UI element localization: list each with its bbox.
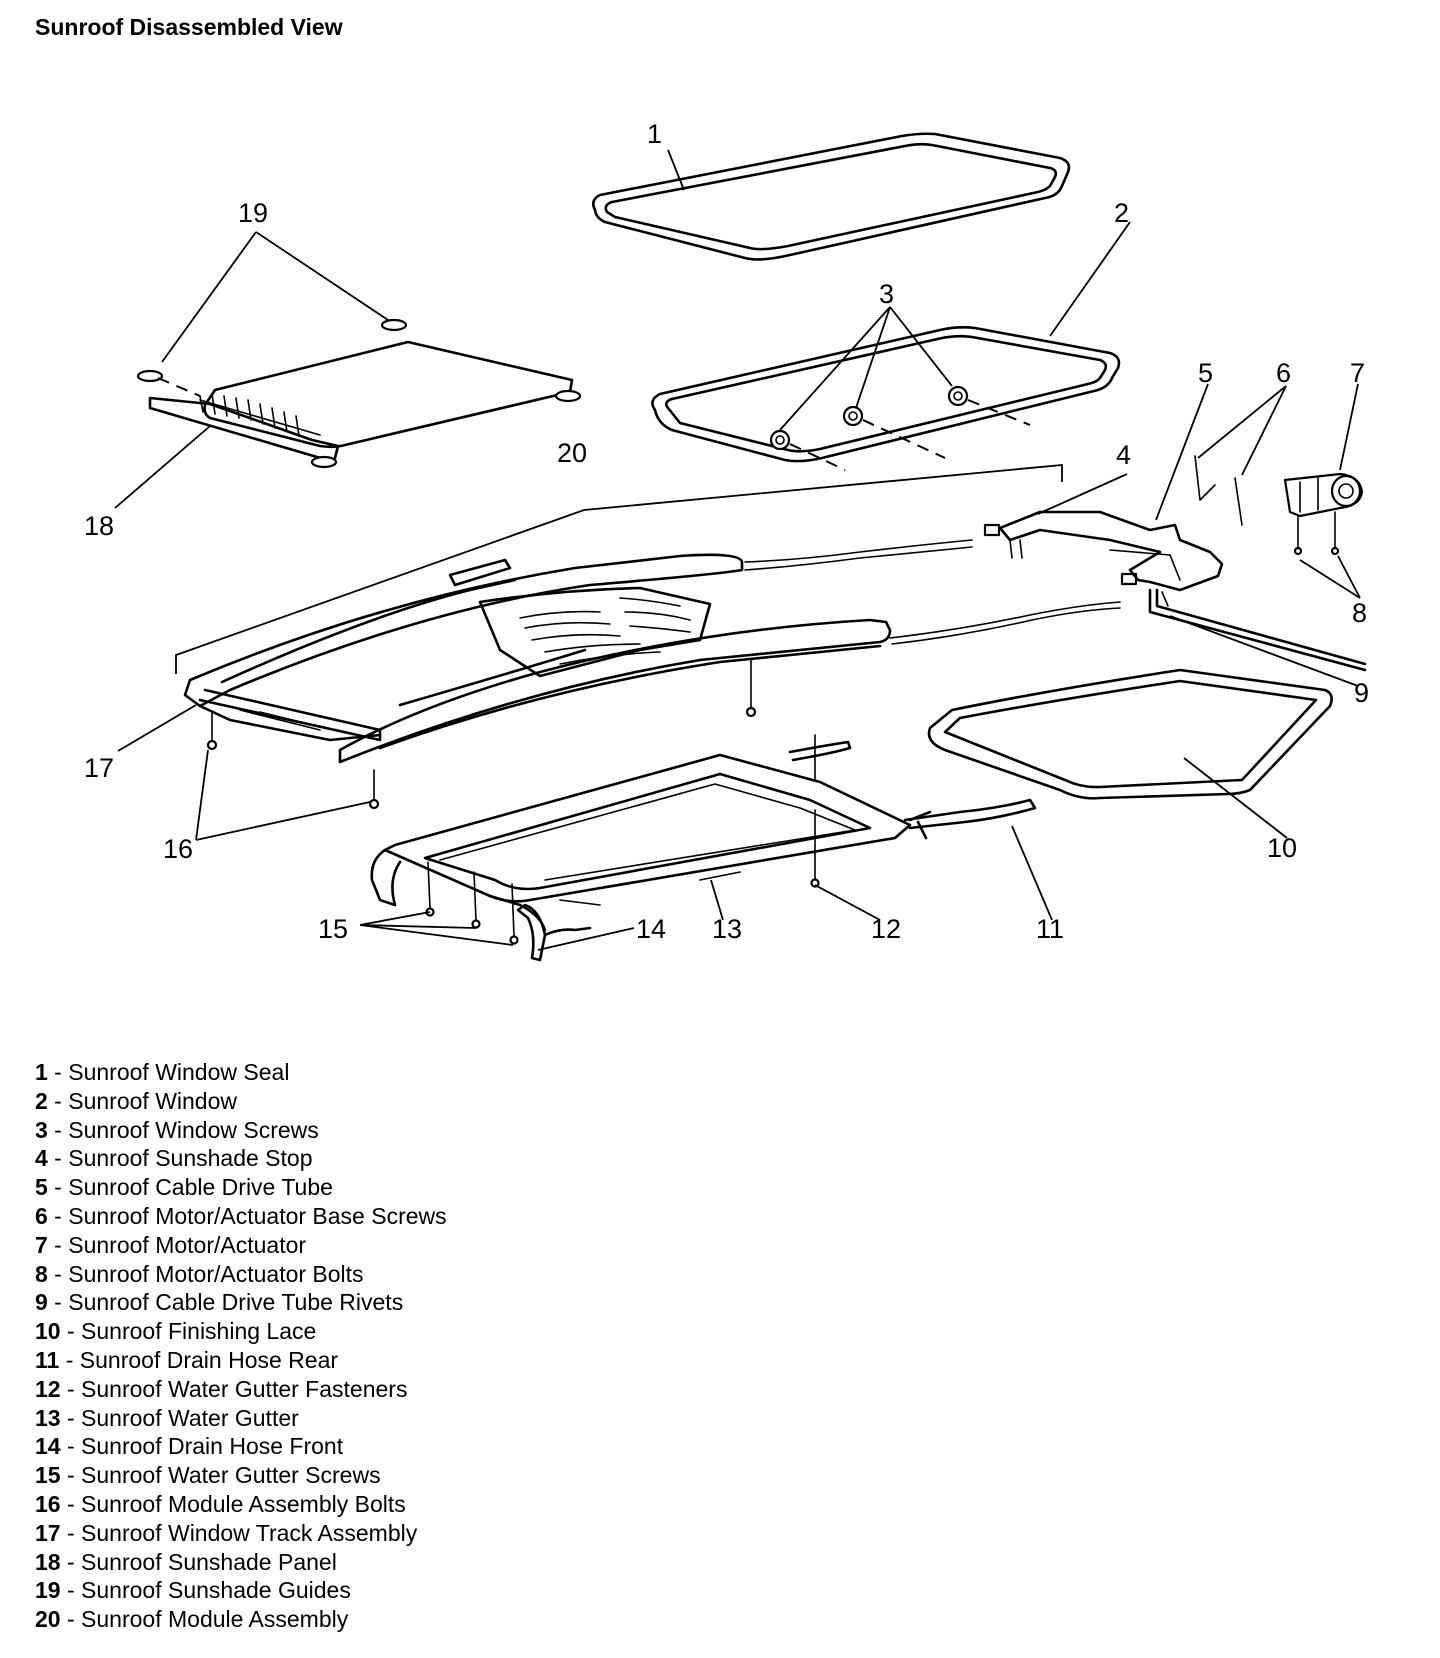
- part-gutter-screws: [425, 861, 519, 945]
- legend-item: 2 - Sunroof Window: [35, 1087, 237, 1114]
- legend-item: 16 - Sunroof Module Assembly Bolts: [35, 1490, 406, 1517]
- part-tube-rivets: [1161, 591, 1169, 607]
- callout-15: 15: [318, 914, 348, 944]
- callout-19: 19: [238, 198, 268, 228]
- callout-2: 2: [1114, 198, 1129, 228]
- part-window-seal: [592, 132, 1071, 261]
- part-gutter-fasteners: [810, 734, 820, 888]
- legend-item: 4 - Sunroof Sunshade Stop: [35, 1145, 313, 1172]
- part-window-screws: [769, 385, 1031, 471]
- part-water-gutter: [370, 753, 912, 932]
- callout-17: 17: [84, 753, 114, 783]
- callout-4: 4: [1116, 440, 1131, 470]
- callout-labels: 1 2 3 4 5 6 7 8 9 10 11 12 13 14 15 16 1…: [84, 119, 1369, 944]
- legend-item: 5 - Sunroof Cable Drive Tube: [35, 1174, 333, 1201]
- legend-item: 10 - Sunroof Finishing Lace: [35, 1318, 317, 1345]
- legend-item: 3 - Sunroof Window Screws: [35, 1116, 319, 1143]
- legend-item: 7 - Sunroof Motor/Actuator: [35, 1231, 307, 1258]
- callout-12: 12: [871, 914, 901, 944]
- legend-item: 20 - Sunroof Module Assembly: [35, 1606, 349, 1633]
- part-window: [651, 326, 1121, 463]
- legend-item: 17 - Sunroof Window Track Assembly: [35, 1519, 418, 1546]
- callout-14: 14: [636, 914, 666, 944]
- callout-3: 3: [879, 279, 894, 309]
- callout-20: 20: [557, 438, 587, 468]
- legend-item: 12 - Sunroof Water Gutter Fasteners: [35, 1375, 408, 1402]
- callout-7: 7: [1350, 358, 1365, 388]
- callout-18: 18: [84, 511, 114, 541]
- part-motor-base-screws: [1194, 455, 1243, 526]
- legend-item: 8 - Sunroof Motor/Actuator Bolts: [35, 1260, 364, 1287]
- part-motor-bolts: [1293, 511, 1340, 556]
- legend-item: 19 - Sunroof Sunshade Guides: [35, 1577, 351, 1604]
- callout-13: 13: [712, 914, 742, 944]
- legend-item: 1 - Sunroof Window Seal: [35, 1059, 290, 1085]
- callout-10: 10: [1267, 833, 1297, 863]
- legend-item: 18 - Sunroof Sunshade Panel: [35, 1548, 337, 1575]
- parts-legend: 1 - Sunroof Window Seal 2 - Sunroof Wind…: [35, 1058, 447, 1634]
- legend-item: 13 - Sunroof Water Gutter: [35, 1404, 299, 1431]
- leader-lines: [114, 149, 1361, 951]
- exploded-view-diagram: 1 2 3 4 5 6 7 8 9 10 11 12 13 14 15 16 1…: [84, 119, 1369, 962]
- callout-11: 11: [1036, 914, 1064, 944]
- legend-item: 14 - Sunroof Drain Hose Front: [35, 1433, 344, 1460]
- part-motor-actuator: [1283, 472, 1364, 518]
- part-drain-hose-rear: [788, 740, 1037, 840]
- part-sunshade-panel: [148, 340, 574, 464]
- part-sunshade-guides: [136, 318, 582, 469]
- callout-9: 9: [1354, 678, 1369, 708]
- page-title: Sunroof Disassembled View: [35, 14, 343, 40]
- callout-1: 1: [647, 119, 662, 149]
- part-module-bolts: [206, 659, 757, 810]
- callout-6: 6: [1276, 358, 1291, 388]
- part-finishing-lace: [927, 668, 1333, 800]
- callout-8: 8: [1352, 598, 1367, 628]
- part-drain-hose-front: [516, 903, 592, 962]
- part-module-assembly: [175, 464, 1121, 764]
- legend-item: 11 - Sunroof Drain Hose Rear: [35, 1346, 339, 1373]
- legend-item: 9 - Sunroof Cable Drive Tube Rivets: [35, 1289, 404, 1316]
- part-cable-drive-tube: [998, 510, 1367, 672]
- callout-5: 5: [1198, 358, 1213, 388]
- callout-16: 16: [163, 834, 193, 864]
- legend-item: 6 - Sunroof Motor/Actuator Base Screws: [35, 1202, 447, 1229]
- legend-item: 15 - Sunroof Water Gutter Screws: [35, 1462, 381, 1489]
